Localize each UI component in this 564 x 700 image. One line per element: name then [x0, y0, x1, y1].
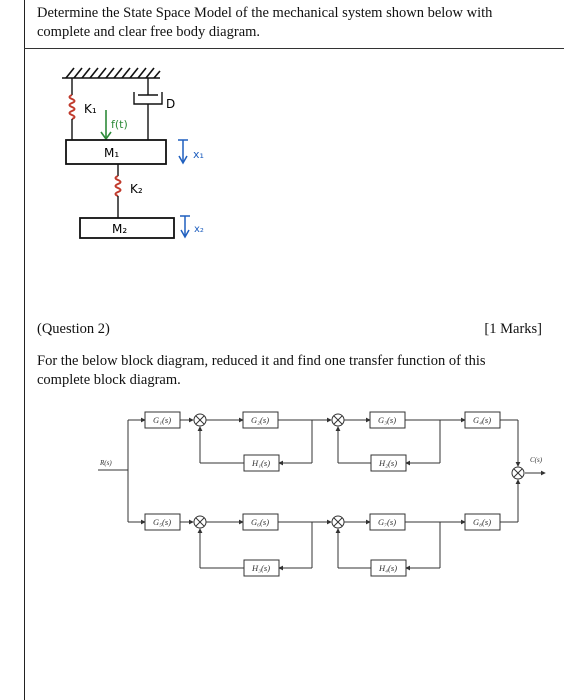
g4-label: G₄(s) — [473, 415, 491, 425]
x2-displacement-arrow — [180, 215, 190, 239]
g3-label: G₃(s) — [378, 415, 396, 425]
h3-label: H₃(s) — [251, 563, 270, 573]
ceiling-hatch — [62, 67, 161, 79]
force-label: f(t) — [111, 118, 128, 131]
g1-label: G₁(s) — [153, 415, 171, 425]
block-g6 — [242, 513, 279, 531]
summing-junction — [331, 515, 345, 529]
g6-label: G₆(s) — [251, 517, 269, 527]
block-h1 — [243, 454, 280, 472]
block-g8 — [464, 513, 501, 531]
damper-label: D — [166, 97, 175, 111]
k1-label: K₁ — [84, 102, 97, 116]
summing-junction — [193, 413, 207, 427]
g5-label: G₅(s) — [153, 517, 171, 527]
block-h3 — [243, 559, 280, 577]
summing-junction — [193, 515, 207, 529]
output-label: C(s) — [530, 456, 543, 464]
summing-junction — [331, 413, 345, 427]
h4-label: H₄(s) — [378, 563, 397, 573]
h2-label: H₂(s) — [378, 458, 397, 468]
g2-label: G₂(s) — [251, 415, 269, 425]
mass-m2 — [79, 217, 175, 239]
damper-d — [133, 78, 163, 140]
block-g2 — [242, 411, 279, 429]
spring-k2 — [114, 164, 122, 218]
mass-m1 — [65, 139, 167, 165]
g7-label: G₇(s) — [378, 517, 396, 527]
x1-label: x₁ — [193, 148, 204, 161]
block-g4 — [464, 411, 501, 429]
force-arrow — [100, 110, 112, 141]
block-g7 — [369, 513, 406, 531]
block-g1 — [144, 411, 181, 429]
block-g5 — [144, 513, 181, 531]
section-divider — [24, 48, 564, 49]
block-h4 — [370, 559, 407, 577]
spring-k1 — [68, 78, 76, 140]
input-label: R(s) — [99, 459, 112, 467]
h1-label: H₁(s) — [251, 458, 270, 468]
question-2-text: For the below block diagram, reduced it … — [37, 353, 486, 388]
question-1-text: Determine the State Space Model of the m… — [37, 5, 493, 40]
page-border — [24, 0, 564, 700]
m1-label: M₁ — [104, 146, 119, 160]
x2-label: x₂ — [194, 224, 204, 235]
block-h2 — [370, 454, 407, 472]
k2-label: K₂ — [130, 182, 143, 196]
question-2-marks: [1 Marks] — [484, 321, 542, 337]
output-summing-junction — [511, 466, 525, 480]
block-g3 — [369, 411, 406, 429]
question-2-label: (Question 2) — [37, 321, 110, 337]
x1-displacement-arrow — [178, 139, 188, 165]
m2-label: M₂ — [112, 222, 127, 236]
g8-label: G₈(s) — [473, 517, 491, 527]
